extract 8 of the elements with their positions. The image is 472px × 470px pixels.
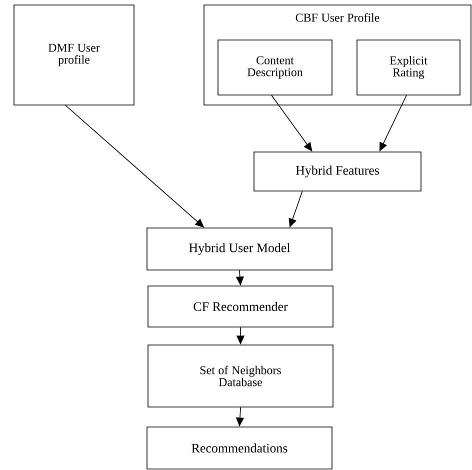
process-box: Set of Neighbors Database [148, 344, 334, 408]
process-box: Recommendations [146, 426, 332, 470]
process-box: CF Recommender [148, 286, 334, 328]
process-box: Hybrid Features [254, 152, 422, 192]
process-box: Hybrid User Model [146, 228, 332, 270]
process-box: Content Description [218, 40, 332, 96]
process-box: Explicit Rating [356, 40, 460, 96]
process-box: DMF User profile [14, 4, 134, 106]
